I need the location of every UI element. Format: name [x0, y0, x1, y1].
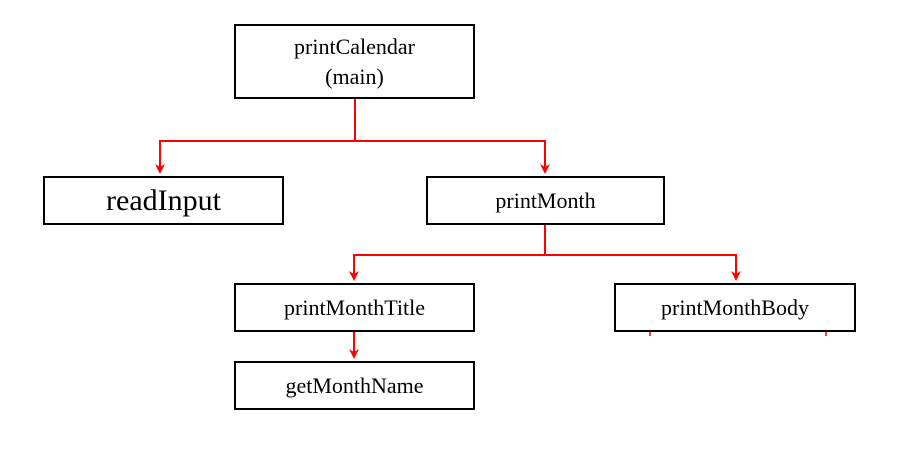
node-label: readInput: [106, 183, 221, 217]
node-get-month-name: getMonthName: [234, 361, 475, 410]
node-label: printMonthTitle: [284, 294, 425, 320]
node-print-calendar-main: printCalendar (main): [234, 24, 475, 99]
node-label-line-1: printCalendar: [294, 33, 415, 59]
node-label: printMonth: [495, 187, 596, 213]
node-label: printMonthBody: [661, 294, 809, 320]
node-print-month-title: printMonthTitle: [234, 283, 475, 332]
edge-main-to-read-input: [155, 99, 356, 174]
edge-main-to-print-month: [355, 140, 550, 174]
node-label-line-2: (main): [325, 63, 384, 89]
node-print-month-body: printMonthBody: [614, 283, 856, 332]
edge-print-month-to-body: [545, 254, 741, 281]
node-read-input: readInput: [43, 176, 284, 225]
edge-print-month-to-title: [349, 225, 546, 281]
node-label: getMonthName: [285, 372, 424, 398]
node-print-month: printMonth: [426, 176, 665, 225]
